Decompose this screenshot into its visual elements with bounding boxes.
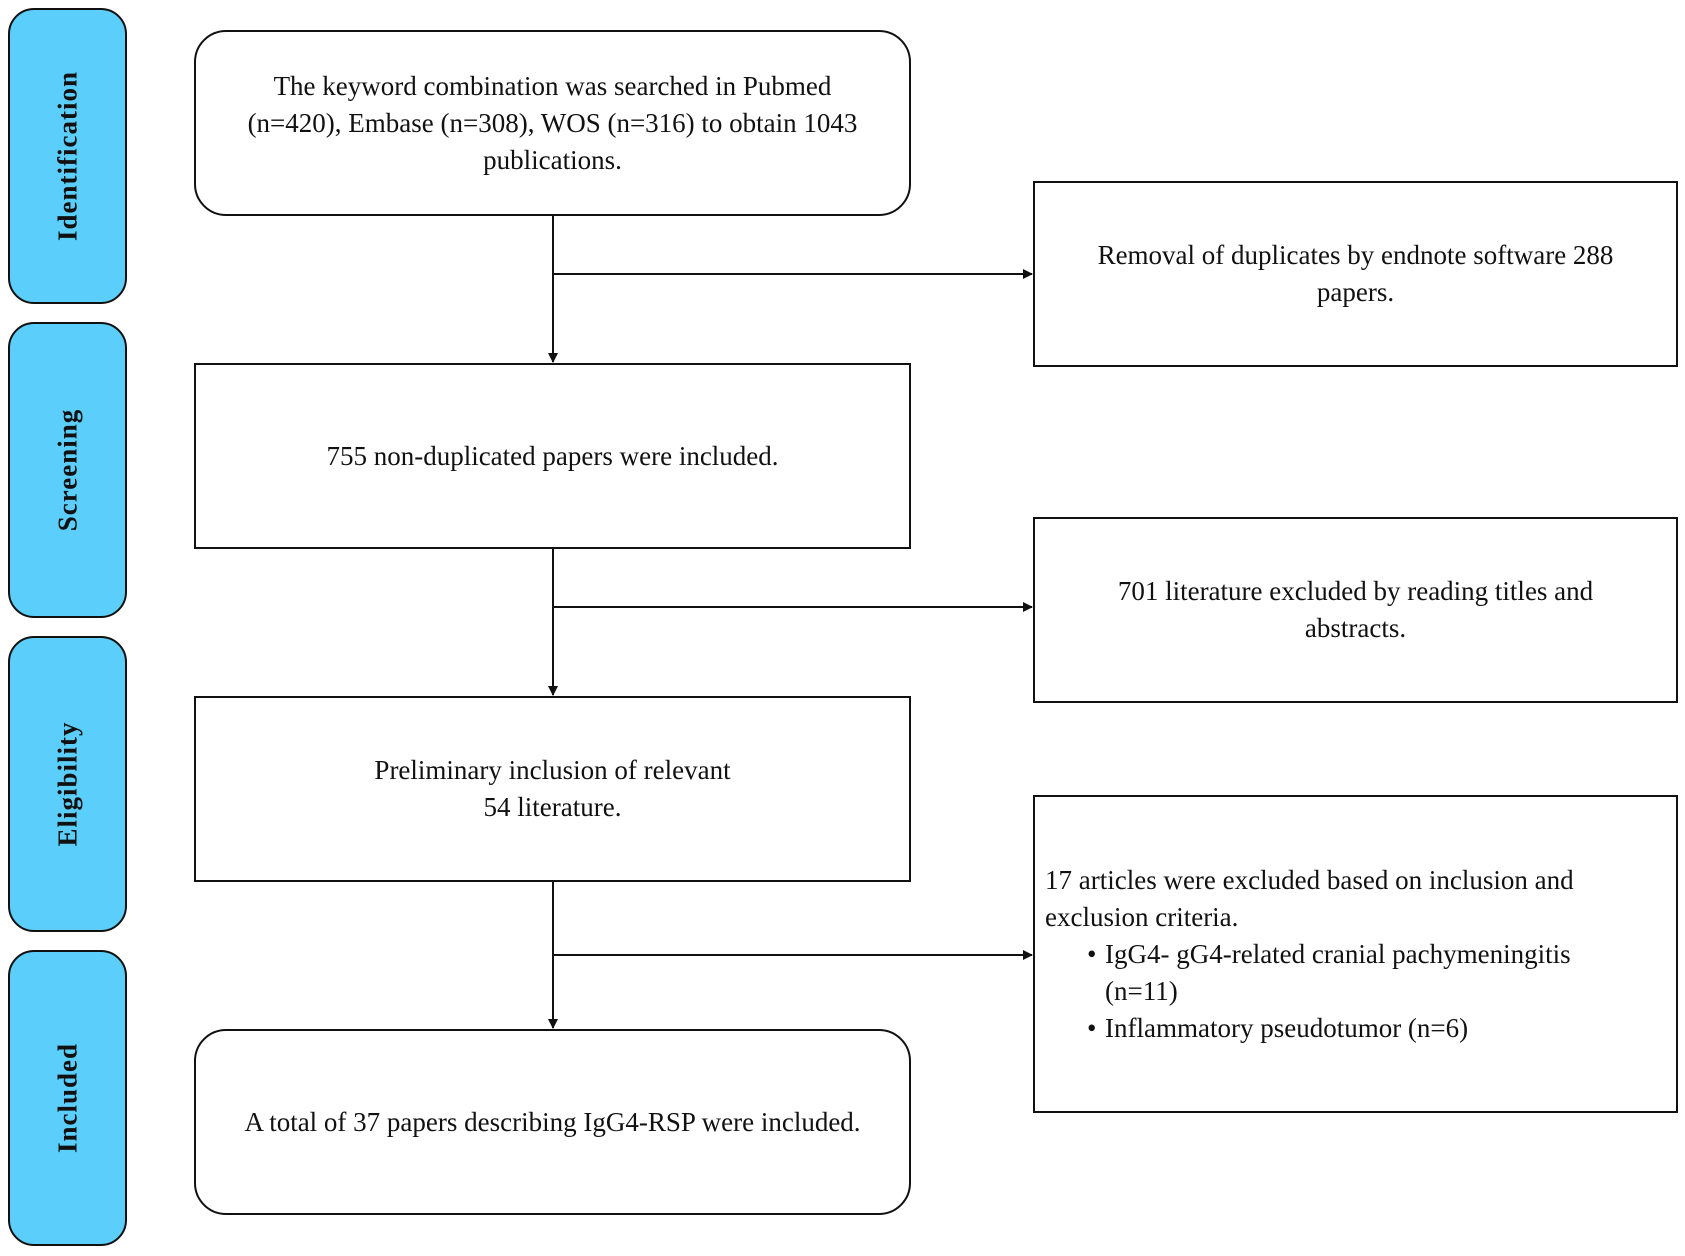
stage-included: Included <box>8 950 127 1246</box>
stage-eligibility-label: Eligibility <box>52 721 82 847</box>
criteria-reason-2-line-1: Inflammatory pseudotumor (n=6) <box>1105 1013 1469 1043</box>
criteria-excluded-box: 17 articles were excluded based on inclu… <box>1033 795 1678 1113</box>
stage-screening-label: Screening <box>52 408 82 532</box>
screening-box: 755 non-duplicated papers were included. <box>194 363 911 549</box>
eligibility-text-line-2: 54 literature. <box>483 792 622 822</box>
titles-abstracts-text-line-1: 701 literature excluded by reading title… <box>1117 576 1594 606</box>
criteria-reason-item: • Inflammatory pseudotumor (n=6) <box>1087 1010 1656 1047</box>
stage-screening: Screening <box>8 322 127 618</box>
stage-identification-label: Identification <box>52 70 82 242</box>
criteria-reason-1-line-2: (n=11) <box>1105 976 1178 1006</box>
bullet-dot-icon: • <box>1087 939 1097 969</box>
criteria-intro-line-1: 17 articles were excluded based on inclu… <box>1045 865 1574 895</box>
duplicates-removed-box: Removal of duplicates by endnote softwar… <box>1033 181 1678 367</box>
criteria-intro-line-2: exclusion criteria. <box>1045 902 1239 932</box>
identification-box: The keyword combination was searched in … <box>194 30 911 216</box>
criteria-reason-item: • IgG4- gG4-related cranial pachymeningi… <box>1087 936 1656 1010</box>
duplicates-text-line-1: Removal of duplicates by endnote softwar… <box>1097 240 1614 270</box>
identification-text-line-1: The keyword combination was searched in … <box>273 70 832 101</box>
included-text-line-1: A total of 37 papers describing IgG4-RSP… <box>244 1106 861 1137</box>
screening-text-line-1: 755 non-duplicated papers were included. <box>326 440 779 471</box>
stage-included-label: Included <box>52 1042 82 1154</box>
titles-abstracts-text-line-2: abstracts. <box>1304 613 1407 643</box>
eligibility-text-line-1: Preliminary inclusion of relevant <box>374 755 731 785</box>
criteria-reason-list: • IgG4- gG4-related cranial pachymeningi… <box>1045 936 1656 1047</box>
included-box: A total of 37 papers describing IgG4-RSP… <box>194 1029 911 1215</box>
stage-identification: Identification <box>8 8 127 304</box>
identification-text-line-3: publications. <box>483 144 622 175</box>
criteria-reason-1-line-1: IgG4- gG4-related cranial pachymeningiti… <box>1105 939 1571 969</box>
eligibility-box: Preliminary inclusion of relevant 54 lit… <box>194 696 911 882</box>
identification-text-line-2: (n=420), Embase (n=308), WOS (n=316) to … <box>247 107 858 138</box>
bullet-dot-icon: • <box>1087 1013 1097 1043</box>
stage-eligibility: Eligibility <box>8 636 127 932</box>
duplicates-text-line-2: papers. <box>1316 277 1395 307</box>
titles-abstracts-excluded-box: 701 literature excluded by reading title… <box>1033 517 1678 703</box>
